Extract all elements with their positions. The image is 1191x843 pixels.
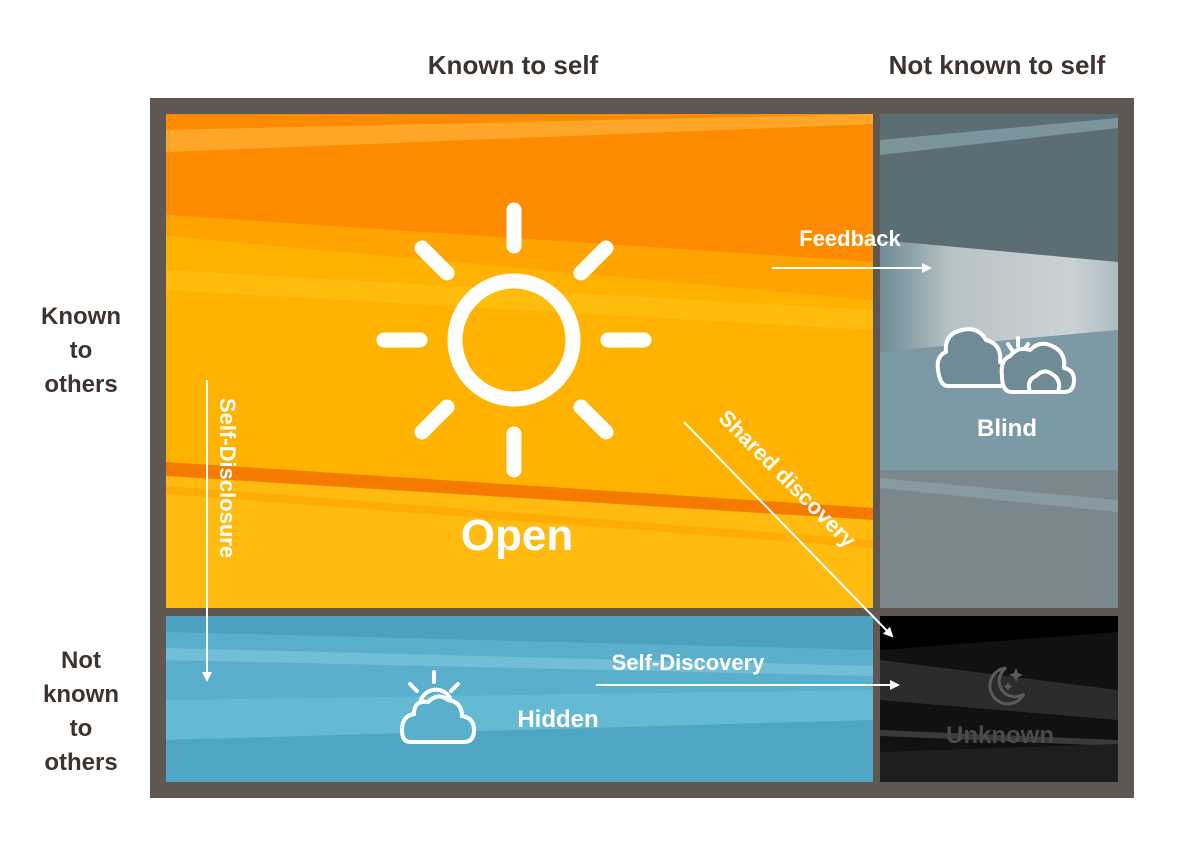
self-discovery-label: Self-Discovery bbox=[612, 650, 766, 675]
row-header-line: others bbox=[44, 371, 118, 398]
row-header-line: to bbox=[69, 337, 93, 364]
moon-stars-icon bbox=[988, 666, 1026, 706]
hidden-quadrant bbox=[166, 616, 873, 782]
feedback-label: Feedback bbox=[799, 226, 901, 251]
hidden-label: Hidden bbox=[517, 706, 598, 733]
unknown-quadrant bbox=[880, 616, 1118, 782]
row-header-line: to bbox=[69, 715, 93, 742]
row-header-known-to-others: Known to others bbox=[10, 300, 152, 402]
row-header-line: Known bbox=[41, 303, 121, 330]
column-header-not-known-to-self: Not known to self bbox=[888, 50, 1106, 80]
open-quadrant bbox=[166, 114, 873, 608]
row-header-line: known bbox=[43, 681, 119, 708]
self-disclosure-label: Self-Disclosure bbox=[215, 398, 240, 558]
unknown-label: Unknown bbox=[946, 722, 1054, 749]
open-label: Open bbox=[461, 511, 573, 560]
row-header-line: Not bbox=[61, 647, 101, 674]
blind-label: Blind bbox=[977, 415, 1037, 442]
cloudy-sun-icon bbox=[935, 327, 1076, 394]
partly-cloudy-icon bbox=[399, 670, 477, 744]
column-header-known-to-self: Known to self bbox=[427, 50, 599, 80]
row-header-not-known-to-others: Not known to others bbox=[10, 644, 152, 780]
row-header-line: others bbox=[44, 749, 118, 776]
shared-discovery-arrow bbox=[683, 421, 894, 638]
sun-icon bbox=[376, 202, 652, 478]
